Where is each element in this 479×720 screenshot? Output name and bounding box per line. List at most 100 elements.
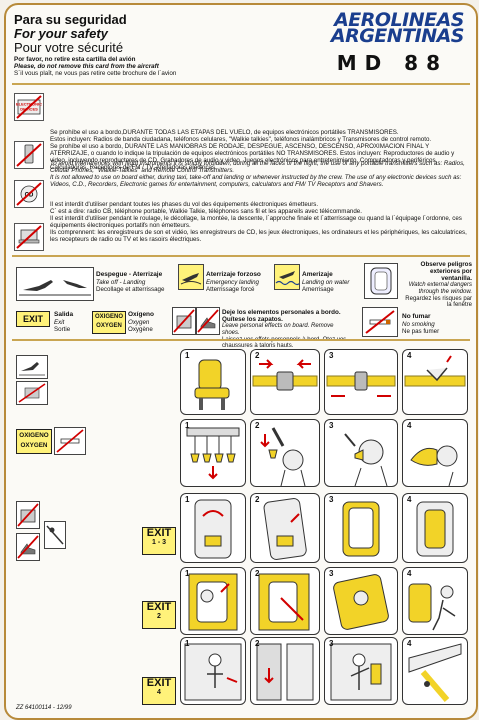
observe-en: Watch external dangers through the windo… xyxy=(408,282,472,295)
exit4-step-3: 3 xyxy=(324,637,398,705)
step-number: 4 xyxy=(407,351,412,360)
exit2-step-1: 1 xyxy=(180,567,246,635)
step-number: 1 xyxy=(185,569,190,578)
step-number: 2 xyxy=(255,351,260,360)
takeoff-landing-legend: Despegue - Aterrizaje Take off - Landing… xyxy=(96,271,174,293)
oxygen-fr: Oxygène xyxy=(128,325,153,333)
oxygen-legend: Oxígeno Oxygen Oxygène xyxy=(128,311,168,333)
electronics-fr-p1: Il est interdit d'utiliser pendant toute… xyxy=(50,201,319,208)
oxygen-label-1: OXIGENO xyxy=(94,314,123,320)
emergency-landing-legend: Aterrizaje forzoso Emergency landing Att… xyxy=(206,271,268,293)
takeoff-en: Take off - Landing xyxy=(96,278,146,286)
seatbelt-step-2: 2 xyxy=(250,349,320,415)
slide-jump-icon xyxy=(44,521,66,549)
water-en: Landing on water xyxy=(302,278,350,286)
exit4-step-1: 1 xyxy=(180,637,246,705)
shoes-es: Deje los elementos personales a bordo. Q… xyxy=(222,309,341,323)
electronics-text-fr: Il est interdit d'utiliser pendant toute… xyxy=(50,201,468,243)
oxygen-line-2: OXYGEN xyxy=(20,442,48,449)
observe-es: Observe peligros exteriores por ventanil… xyxy=(420,261,472,282)
step-number: 3 xyxy=(329,421,334,430)
exit1-step-1: 1 xyxy=(180,493,246,563)
step-number: 4 xyxy=(407,495,412,504)
exit2-step-4: 4 xyxy=(402,567,468,635)
electronics-en-p2: It is not allowed to use on board either… xyxy=(50,174,462,188)
takeoff-es: Despegue - Aterrizaje xyxy=(96,271,163,278)
no-smoking-legend: No fumar No smoking Ne pas fumer xyxy=(402,313,462,335)
step-number: 3 xyxy=(329,351,334,360)
exit2-step-2: 2 xyxy=(250,567,320,635)
no-baggage-icon xyxy=(172,307,196,335)
seatbelt-step-1: 1 xyxy=(180,349,246,415)
electronics-es-p1: Se prohíbe el uso a bordo,DURANTE TODAS … xyxy=(50,129,399,136)
aircraft-model: MD 88 xyxy=(336,51,448,75)
exit-label: EXIT xyxy=(146,527,172,539)
oxygen-step-2: 2 xyxy=(250,419,320,487)
card-code: ZZ 64100114 - 12/99 xyxy=(16,705,72,711)
exit-sign-2: EXIT 2 xyxy=(142,601,176,629)
oxygen-label-2: OXYGEN xyxy=(96,323,122,329)
seatbelt-takeoff-icon xyxy=(16,355,48,379)
window-icon xyxy=(364,263,398,299)
exit1-step-2: 2 xyxy=(250,493,320,563)
phone-prohibited-icon xyxy=(14,141,44,169)
exit-sign-4: EXIT 4 xyxy=(142,677,176,705)
oxygen-en: Oxygen xyxy=(128,318,150,326)
exit-legend: Salida Exit Sortie xyxy=(54,311,90,333)
svg-text:ELECTRONIC: ELECTRONIC xyxy=(16,102,42,107)
exit-label: EXIT xyxy=(146,601,172,613)
electronics-es-p2: Estos incluyen: Radios de banda ciudadan… xyxy=(50,136,432,143)
seatbelt-step-3: 3 xyxy=(324,349,398,415)
title-fr: Pour votre sécurité xyxy=(14,40,124,55)
step-number: 3 xyxy=(329,639,334,648)
forced-en: Emergency landing xyxy=(206,278,259,286)
oxygen-line-1: OXIGENO xyxy=(19,432,49,439)
step-number: 4 xyxy=(407,569,412,578)
shoes-legend: Deje los elementos personales a bordo. Q… xyxy=(222,309,352,350)
no-baggage-exit-icon xyxy=(16,501,40,529)
step-number: 3 xyxy=(329,495,334,504)
water-landing-icon xyxy=(274,264,301,290)
exit1-step-4: 4 xyxy=(402,493,468,563)
nosmoke-en: No smoking xyxy=(402,320,435,328)
forced-fr: Atterrissage forcé xyxy=(206,285,255,293)
no-smoking-oxygen-icon xyxy=(54,427,86,455)
nosmoke-es: No fumar xyxy=(402,313,431,320)
notice-es: Por favor, no retire esta cartilla del a… xyxy=(14,56,136,63)
takeoff-fr: Decollage et atterrissage xyxy=(96,285,165,293)
no-electronics-small-icon xyxy=(16,381,48,405)
brand-line1: AEROLINEAS xyxy=(334,9,464,31)
water-es: Amerizaje xyxy=(302,271,333,278)
no-shoes-icon xyxy=(196,307,220,335)
electronics-fr-p3: Il est interdit d'utiliser pendant le ro… xyxy=(50,215,462,229)
step-number: 1 xyxy=(185,351,190,360)
nosmoke-fr: Ne pas fumer xyxy=(402,327,440,335)
step-number: 3 xyxy=(329,569,334,578)
exit4-step-2: 2 xyxy=(250,637,320,705)
step-number: 1 xyxy=(185,495,190,504)
divider xyxy=(12,255,470,257)
exit1-step-3: 3 xyxy=(324,493,398,563)
oxygen-es: Oxígeno xyxy=(128,311,155,318)
oxygen-sign-icon: OXIGENO OXYGEN xyxy=(92,311,126,334)
takeoff-landing-icon xyxy=(16,267,94,301)
oxygen-sign: OXIGENO OXYGEN xyxy=(16,429,52,454)
divider xyxy=(12,83,470,85)
step-number: 4 xyxy=(407,421,412,430)
step-number: 1 xyxy=(185,421,190,430)
emergency-landing-icon xyxy=(178,264,204,290)
forced-es: Aterrizaje forzoso xyxy=(206,271,261,278)
brand-line2: ARGENTINAS xyxy=(330,25,465,47)
exit-en: Exit xyxy=(54,318,65,326)
exit-sign-icon: EXIT xyxy=(16,311,50,327)
step-number: 2 xyxy=(255,495,260,504)
divider xyxy=(12,339,470,341)
step-number: 1 xyxy=(185,639,190,648)
exit-number: 2 xyxy=(157,613,161,620)
electronics-text-es: Se prohíbe el uso a bordo,DURANTE TODAS … xyxy=(50,129,468,171)
exit-sign-1-3: EXIT 1 - 3 xyxy=(142,527,176,555)
title-es: Para su seguridad xyxy=(14,12,127,27)
electronics-es-p3: Se prohíbe el uso a bordo, DURANTE LAS M… xyxy=(50,143,455,171)
electronics-fr-p4: Ils comprennent: les enregistreurs de so… xyxy=(50,229,467,243)
